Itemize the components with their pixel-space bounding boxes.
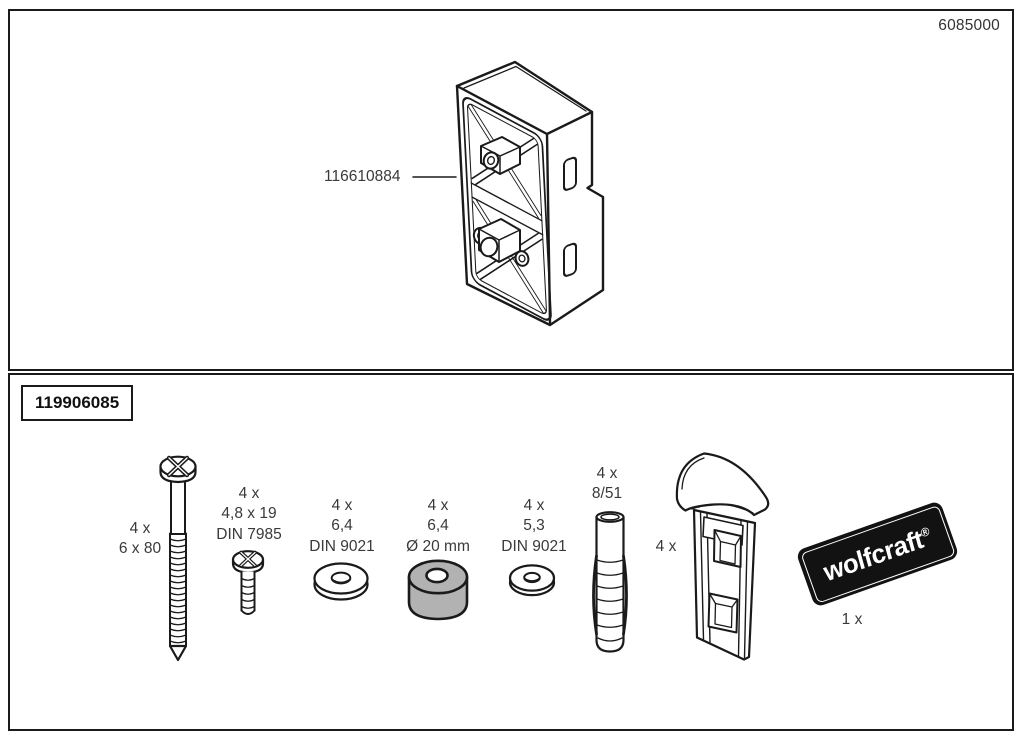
- label-spacer-ring-qty: 4 x: [427, 497, 449, 514]
- label-washer-large: 4 x 6,4 DIN 9021: [292, 496, 392, 557]
- spacer-ring-drawing: [407, 559, 469, 621]
- large-washer-drawing: [313, 562, 369, 601]
- label-washer-large-qty: 4 x: [331, 497, 353, 514]
- part-number-label: 116610884: [324, 168, 401, 185]
- label-short-screw-std: DIN 7985: [216, 525, 282, 543]
- label-spacer-ring-std: Ø 20 mm: [406, 537, 470, 555]
- kit-number-box: 119906085: [21, 385, 134, 421]
- label-wall-plug-spec: 8/51: [591, 485, 623, 503]
- reference-number: 6085000: [938, 17, 1000, 34]
- label-washer-small: 4 x 5,3 DIN 9021: [484, 496, 584, 557]
- label-washer-large-std: DIN 9021: [309, 537, 375, 555]
- wall-bracket-drawing: [675, 452, 770, 661]
- label-washer-small-std: DIN 9021: [501, 537, 567, 555]
- mounting-block-drawing: [455, 60, 605, 327]
- label-washer-large-spec: 6,4: [331, 517, 353, 535]
- label-short-screw-qty: 4 x: [238, 485, 260, 502]
- label-wall-bracket: 4 x: [616, 537, 716, 557]
- short-screw-drawing: [231, 550, 265, 615]
- label-washer-small-spec: 5,3: [523, 517, 545, 535]
- label-long-screw-qty: 4 x: [129, 520, 151, 537]
- label-washer-small-qty: 4 x: [523, 497, 545, 514]
- label-short-screw-spec: 4,8 x 19: [221, 505, 277, 523]
- label-spacer-ring: 4 x 6,4 Ø 20 mm: [388, 496, 488, 557]
- label-wall-plug: 4 x 8/51: [557, 464, 657, 505]
- small-washer-drawing: [508, 564, 556, 597]
- label-spacer-ring-spec: 6,4: [427, 517, 449, 535]
- label-wall-bracket-qty: 4 x: [655, 538, 677, 555]
- label-wall-plug-qty: 4 x: [596, 465, 618, 482]
- label-logo-plate: 1 x: [802, 610, 902, 630]
- label-short-screw: 4 x 4,8 x 19 DIN 7985: [199, 484, 299, 545]
- label-long-screw: 4 x 6 x 80: [90, 519, 190, 560]
- label-long-screw-spec: 6 x 80: [118, 540, 162, 558]
- label-logo-plate-qty: 1 x: [841, 611, 863, 628]
- long-screw-drawing: [159, 455, 197, 662]
- wall-plug-drawing: [592, 511, 628, 653]
- registered-mark: ®: [919, 523, 931, 540]
